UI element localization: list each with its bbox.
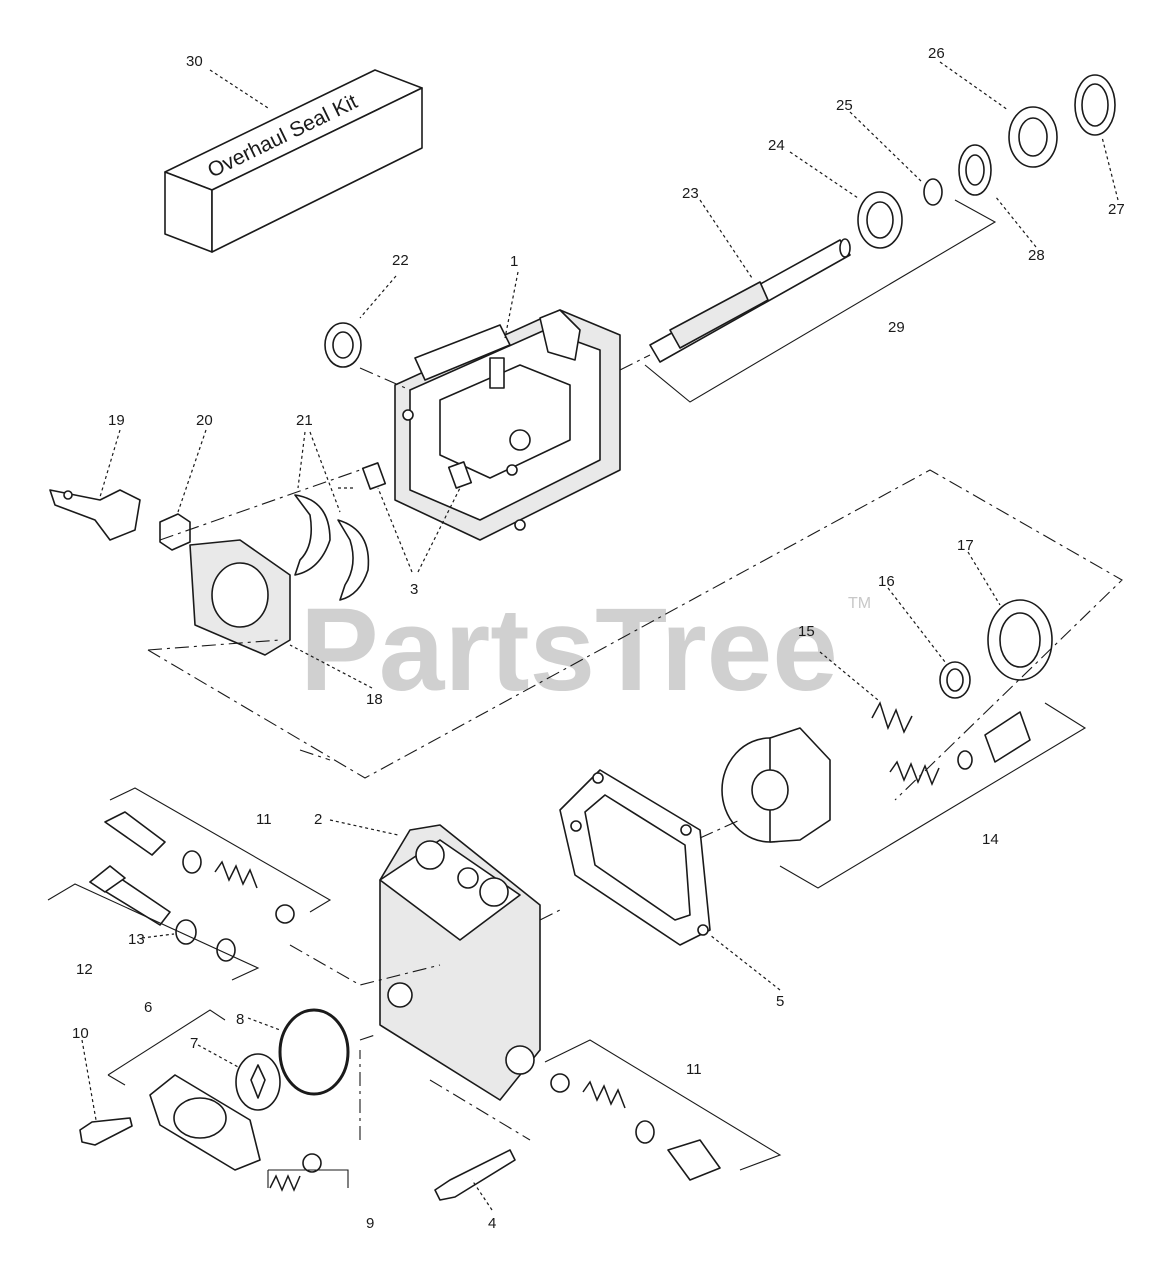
leader-lines: [81, 61, 1119, 1211]
callout-16[interactable]: 16: [878, 573, 895, 590]
part-4-cap-screw[interactable]: [434, 1149, 516, 1201]
part-6-charge-pump-cover[interactable]: [149, 1074, 261, 1171]
part-5-gasket[interactable]: [559, 769, 711, 946]
part-23-shaft[interactable]: [649, 238, 851, 363]
part-26-seal[interactable]: [1008, 106, 1058, 168]
part-3-pins[interactable]: [361, 461, 473, 490]
part-15-spring[interactable]: [871, 701, 913, 734]
part-19-trunnion-arm[interactable]: [49, 489, 141, 541]
watermark: PartsTree TM: [300, 584, 871, 716]
callout-13[interactable]: 13: [128, 931, 145, 948]
watermark-brand: PartsTree: [300, 584, 838, 716]
callout-27[interactable]: 27: [1108, 201, 1125, 218]
callout-28[interactable]: 28: [1028, 247, 1045, 264]
part-2-end-cap[interactable]: [379, 824, 541, 1101]
callout-11-upper[interactable]: 11: [256, 811, 272, 828]
part-21-bearing-shells[interactable]: [294, 494, 370, 601]
callout-10[interactable]: 10: [72, 1025, 89, 1042]
callout-24[interactable]: 24: [768, 137, 785, 154]
watermark-trademark: TM: [848, 595, 871, 612]
callouts: 30 1 22 23 24 25 26 27 28 29 19 20 21 3 …: [72, 45, 1125, 1232]
part-17-thrust-bearing[interactable]: [987, 599, 1053, 681]
callout-5[interactable]: 5: [776, 993, 784, 1010]
callout-20[interactable]: 20: [196, 412, 213, 429]
callout-8[interactable]: 8: [236, 1011, 244, 1028]
part-10-screw[interactable]: [79, 1117, 133, 1146]
callout-21[interactable]: 21: [296, 412, 313, 429]
callout-11-lower[interactable]: 11: [686, 1061, 702, 1078]
part-1-housing[interactable]: [394, 309, 621, 541]
part-13-o-ring[interactable]: [175, 919, 236, 962]
part-22-seal[interactable]: [324, 322, 362, 368]
callout-14[interactable]: 14: [982, 831, 999, 848]
callout-25[interactable]: 25: [836, 97, 853, 114]
callout-7[interactable]: 7: [190, 1035, 198, 1052]
callout-17[interactable]: 17: [957, 537, 974, 554]
part-16-washer[interactable]: [939, 661, 971, 699]
part-7-charge-pump-rotor[interactable]: [235, 1053, 281, 1111]
callout-4[interactable]: 4: [488, 1215, 496, 1232]
part-30-seal-kit-box[interactable]: Overhaul Seal Kit: [164, 69, 423, 253]
part-24-bearing[interactable]: [857, 191, 903, 249]
callout-9[interactable]: 9: [366, 1215, 374, 1232]
callout-23[interactable]: 23: [682, 185, 699, 202]
part-18-swashplate[interactable]: [189, 539, 291, 656]
part-12-relief-valve[interactable]: [89, 865, 171, 926]
part-28-washer[interactable]: [958, 144, 992, 196]
callout-19[interactable]: 19: [108, 412, 125, 429]
callout-29[interactable]: 29: [888, 319, 905, 336]
part-11-upper-check-valve[interactable]: [104, 811, 295, 924]
callout-22[interactable]: 22: [392, 252, 409, 269]
part-25-snap-ring[interactable]: [923, 178, 943, 206]
callout-2[interactable]: 2: [314, 811, 322, 828]
callout-26[interactable]: 26: [928, 45, 945, 62]
callout-3[interactable]: 3: [410, 581, 418, 598]
callout-18[interactable]: 18: [366, 691, 383, 708]
callout-12[interactable]: 12: [76, 961, 93, 978]
group-lines: [147, 354, 1123, 1141]
part-27-retaining-ring[interactable]: [1074, 74, 1116, 136]
callout-30[interactable]: 30: [186, 53, 203, 70]
callout-1[interactable]: 1: [510, 253, 518, 270]
bracket-lines: [47, 199, 1087, 1188]
part-11-lower-check-valve[interactable]: [550, 1073, 721, 1181]
part-14-cylinder-block[interactable]: [721, 711, 1031, 843]
part-8-o-ring[interactable]: [278, 1008, 350, 1096]
part-20-slider-block[interactable]: [159, 513, 191, 551]
callout-15[interactable]: 15: [798, 623, 815, 640]
callout-6[interactable]: 6: [144, 999, 152, 1016]
part-9-spring-ball[interactable]: [269, 1153, 322, 1192]
